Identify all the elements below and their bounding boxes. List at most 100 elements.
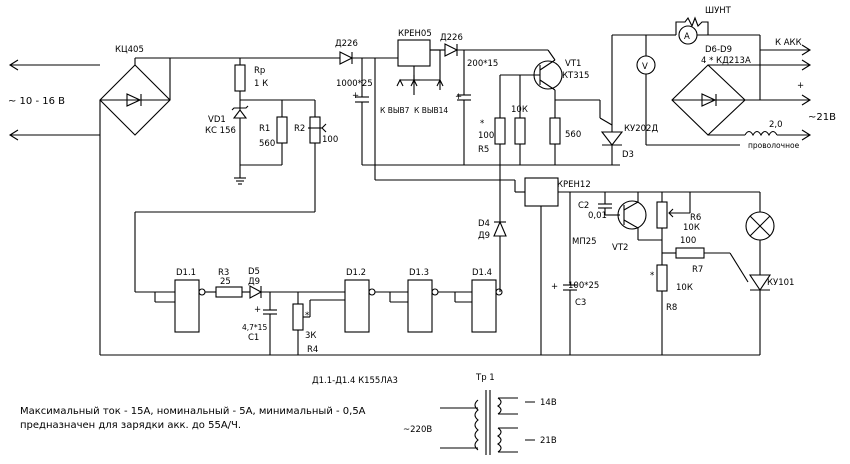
tr-in-label: ~220В — [403, 425, 432, 435]
rectifier-d226-b — [430, 43, 548, 165]
d4-type: Д9 — [478, 231, 490, 241]
ammeter-symbol: A — [684, 32, 690, 42]
r7-label: R7 — [692, 265, 703, 275]
vyv7-label: К ВЫВ7 — [380, 106, 410, 115]
r-560-value: 560 — [565, 130, 581, 140]
r1-value: 560 — [259, 139, 275, 149]
output-bridge — [671, 64, 812, 141]
d12-label: D1.2 — [346, 268, 366, 278]
d226b-label: Д226 — [440, 33, 463, 43]
r5-label: R5 — [478, 145, 489, 155]
d3-label: D3 — [622, 150, 634, 160]
r6-label: R6 — [690, 213, 701, 223]
r-10k-value: 10К — [511, 105, 528, 115]
c3-label: С3 — [575, 298, 586, 308]
mp25-label: МП25 — [572, 237, 597, 247]
c2-label: С2 — [578, 201, 589, 211]
input-terminals — [8, 59, 100, 141]
cap2-value: 200*15 — [467, 59, 498, 69]
to-akk-label: К АКК — [775, 38, 802, 48]
vd1-type: КС 156 — [205, 126, 236, 136]
r7-value: 100 — [680, 236, 696, 246]
logic-section — [100, 211, 760, 356]
ic-note: Д1.1-Д1.4 К155ЛА3 — [312, 376, 398, 386]
rp-label: Rр — [254, 66, 265, 76]
note-line-2: предназначен для зарядки акк. до 55А/Ч. — [20, 420, 242, 431]
d5-label: D5 — [248, 267, 260, 277]
zener-stabilizer — [231, 58, 327, 212]
vt1-type: КТ315 — [562, 71, 589, 81]
cap2-plus: + — [455, 92, 462, 102]
r2-label: R2 — [294, 124, 305, 134]
transformer — [440, 390, 535, 455]
r4-star: * — [305, 311, 309, 321]
r3-label: R3 — [218, 268, 229, 278]
shunt-label: ШУНТ — [705, 6, 732, 16]
d11-label: D1.1 — [176, 268, 196, 278]
d14-label: D1.4 — [472, 268, 492, 278]
cap1-value: 1000*25 — [336, 79, 373, 89]
r3-value: 25 — [220, 277, 231, 287]
note-line-1: Максимальный ток - 15А, номинальный - 5А… — [20, 406, 366, 417]
wire-type: проволочное — [748, 141, 800, 150]
rp-value: 1 К — [254, 79, 268, 89]
meter-section — [636, 16, 761, 146]
bridge-in-label: КЦ405 — [115, 45, 144, 55]
c3-plus: + — [551, 282, 558, 292]
d4-label: D4 — [478, 219, 490, 229]
d226a-label: Д226 — [335, 39, 358, 49]
r8-value: 10К — [676, 283, 693, 293]
battery-output — [740, 44, 812, 71]
d13-label: D1.3 — [409, 268, 429, 278]
d6d9-type: 4 * КД213А — [701, 56, 751, 66]
r8-resistor — [656, 264, 668, 355]
r2-value: 100 — [322, 135, 338, 145]
r5-star: * — [480, 119, 484, 129]
r4-value: 3К — [305, 331, 316, 341]
c2-value: 0,01 — [588, 211, 607, 221]
vt1-transistor — [519, 49, 601, 118]
vd1-label: VD1 — [208, 115, 226, 125]
plus-label: + — [797, 81, 804, 91]
kren12-regulator — [375, 177, 760, 355]
tr-out14-label: 14В — [540, 398, 557, 408]
c1-label: C1 — [248, 333, 259, 343]
c3-value: 100*25 — [568, 281, 599, 291]
vt2-label: VT2 — [612, 243, 628, 253]
vyv14-label: К ВЫВ14 — [414, 106, 448, 115]
d6d9-label: D6-D9 — [705, 45, 732, 55]
d5-type: Д9 — [248, 277, 260, 287]
vt2-transistor — [617, 192, 662, 241]
r6-value: 10К — [683, 223, 700, 233]
r6-resistor — [656, 192, 691, 265]
tr-out21-label: 21В — [540, 436, 557, 446]
kreno5-regulator — [374, 39, 444, 180]
out-21-label: ~21В — [808, 112, 836, 123]
kren12-label: КРЕН12 — [557, 180, 591, 190]
input-bridge — [99, 57, 171, 355]
wire-value: 2,0 — [769, 120, 783, 130]
ku202-label: КУ202Д — [624, 124, 658, 134]
transformer-label: Тр 1 — [475, 373, 495, 383]
lamp-and-ku101 — [745, 192, 775, 355]
c1-value: 4,7*15 — [242, 323, 267, 332]
r7-resistor — [662, 247, 749, 283]
ku202-thyristor — [599, 34, 660, 165]
input-voltage-label: ~ 10 - 16 В — [8, 96, 65, 107]
r1-label: R1 — [259, 124, 270, 134]
d4-diode — [493, 215, 507, 292]
r8-label: R8 — [666, 303, 677, 313]
r5-value: 100 — [478, 131, 494, 141]
kreno5-label: КРЕН05 — [398, 29, 432, 39]
ku101-label: КУ101 — [767, 278, 794, 288]
voltmeter-symbol: V — [642, 62, 648, 72]
r8-star: * — [650, 271, 654, 281]
rectifier-d226-a — [320, 51, 375, 165]
c3-capacitor — [563, 192, 577, 355]
c1-plus: + — [254, 305, 261, 315]
r4-label: R4 — [307, 345, 318, 355]
resistor-group — [362, 74, 620, 215]
vt1-label: VT1 — [565, 59, 581, 69]
